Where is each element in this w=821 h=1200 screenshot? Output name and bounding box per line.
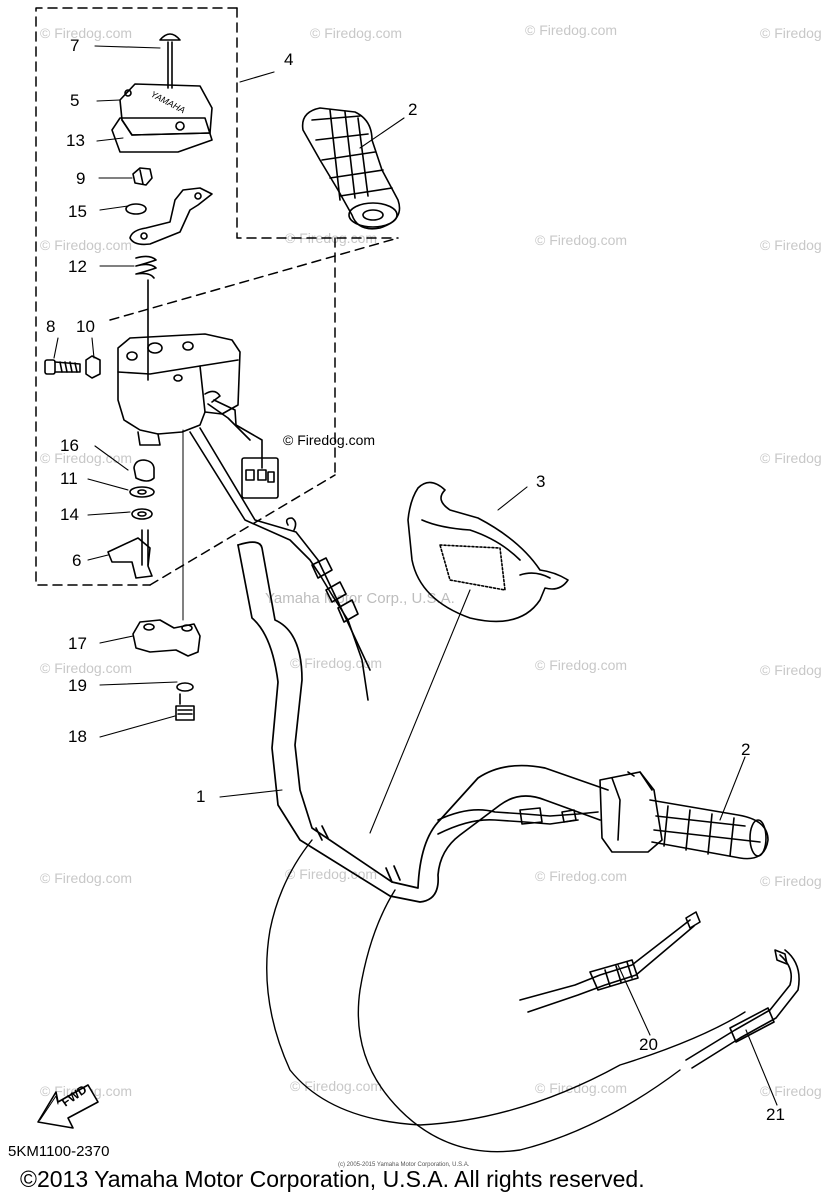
callout-4: 4 [284, 50, 294, 69]
watermark: © Firedog.com [310, 25, 403, 41]
assembly-4-outline [35, 7, 399, 586]
callout-3: 3 [536, 472, 546, 491]
callout-5: 5 [70, 91, 80, 110]
callout-20: 20 [639, 1035, 658, 1054]
callout-2-top: 2 [408, 100, 418, 119]
part-17-clamp [132, 619, 201, 657]
watermark: © Firedog.com [535, 232, 628, 248]
callout-17: 17 [68, 634, 87, 653]
part-1-handlebar [237, 541, 609, 903]
part-10-housing [117, 333, 279, 499]
callout-1: 1 [196, 787, 206, 806]
part-18-bolt [175, 693, 195, 721]
part-14-washer [131, 508, 153, 520]
watermark: © Firedog.com [290, 1078, 383, 1094]
cover-logo: YAMAHA [149, 89, 187, 115]
throttle-cable [189, 427, 371, 701]
callout-11: 11 [60, 469, 78, 488]
watermark: © Firedog.com [535, 868, 628, 884]
part-13-gasket [111, 117, 213, 153]
part-8-bolt [44, 355, 101, 379]
part-2-grip-right [599, 771, 769, 860]
watermark: © Firedog.com [535, 657, 628, 673]
watermark: © Firedog.com [40, 660, 133, 676]
watermark: © Firedog.com [760, 450, 821, 466]
callout-7: 7 [70, 36, 80, 55]
watermark: © Firedog.com [760, 1083, 821, 1099]
watermark: © Firedog.com [285, 866, 378, 882]
part-7-screw [159, 33, 181, 89]
part-3-handguard [407, 481, 569, 623]
cable-loop [266, 839, 746, 1153]
part-16-collar [133, 459, 155, 482]
callout-18: 18 [68, 727, 87, 746]
watermark: © Firedog.com [40, 25, 133, 41]
callout-9: 9 [76, 169, 86, 188]
watermark: © Firedog.com [760, 873, 821, 889]
watermark-dark: © Firedog.com [283, 432, 376, 448]
callout-15: 15 [68, 202, 87, 221]
part-12-spring [135, 255, 157, 381]
part-6-lever [107, 529, 153, 579]
callout-2-right: 2 [741, 740, 751, 759]
part-15-bracket [125, 187, 213, 246]
watermark: © Firedog.com [40, 870, 133, 886]
callout-12: 12 [68, 257, 87, 276]
watermark: © Firedog.com [525, 22, 618, 38]
callout-19: 19 [68, 676, 87, 695]
watermark: © Firedog.com [760, 25, 821, 41]
part-19-washer [176, 682, 194, 692]
watermark: © Firedog.com [760, 237, 821, 253]
callout-14: 14 [60, 505, 79, 524]
watermark: © Firedog.com [760, 662, 821, 678]
overlay-watermark: Yamaha Motor Corp., U.S.A. [265, 590, 455, 607]
callout-10: 10 [76, 317, 95, 336]
copyright-notice: ©2013 Yamaha Motor Corporation, U.S.A. A… [20, 1166, 645, 1192]
watermark: © Firedog.com [290, 655, 383, 671]
part-9-nut [132, 167, 153, 186]
right-cable [437, 807, 599, 835]
diagram-code: 5KM1100-2370 [8, 1143, 110, 1160]
callout-8: 8 [46, 317, 56, 336]
watermark: © Firedog.com [535, 1080, 628, 1096]
fwd-arrow-icon [37, 1084, 99, 1129]
watermark: © Firedog.com [40, 450, 133, 466]
part-11-washer [129, 486, 155, 498]
part-21-cable [685, 949, 800, 1069]
callout-16: 16 [60, 436, 79, 455]
watermark: © Firedog.com [40, 237, 133, 253]
callout-6: 6 [72, 551, 82, 570]
part-20-cable [519, 911, 701, 1013]
part-5-cover [119, 83, 213, 136]
callout-13: 13 [66, 131, 85, 150]
part-2-grip-top [301, 107, 401, 230]
fine-print-copyright: (c) 2005-2015 Yamaha Motor Corporation, … [338, 1162, 470, 1168]
callout-21: 21 [766, 1105, 785, 1124]
leader-lines [53, 45, 778, 1106]
